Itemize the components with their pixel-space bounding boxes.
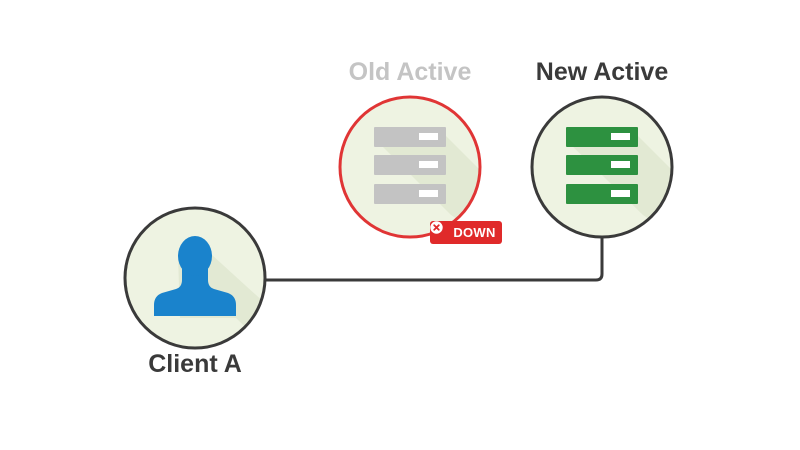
user-icon	[154, 236, 236, 316]
server-icon	[374, 127, 446, 204]
new-active-node	[530, 95, 674, 239]
connection-line	[263, 236, 604, 282]
old-active-node	[338, 95, 482, 239]
new-active-label: New Active	[535, 58, 669, 86]
client-label: Client A	[148, 350, 242, 378]
server-icon	[566, 127, 638, 204]
down-status-badge: DOWN	[430, 221, 502, 244]
close-circle-icon	[430, 221, 449, 239]
old-active-label: Old Active	[348, 58, 472, 86]
down-status-text: DOWN	[453, 225, 496, 240]
client-node	[123, 206, 267, 350]
